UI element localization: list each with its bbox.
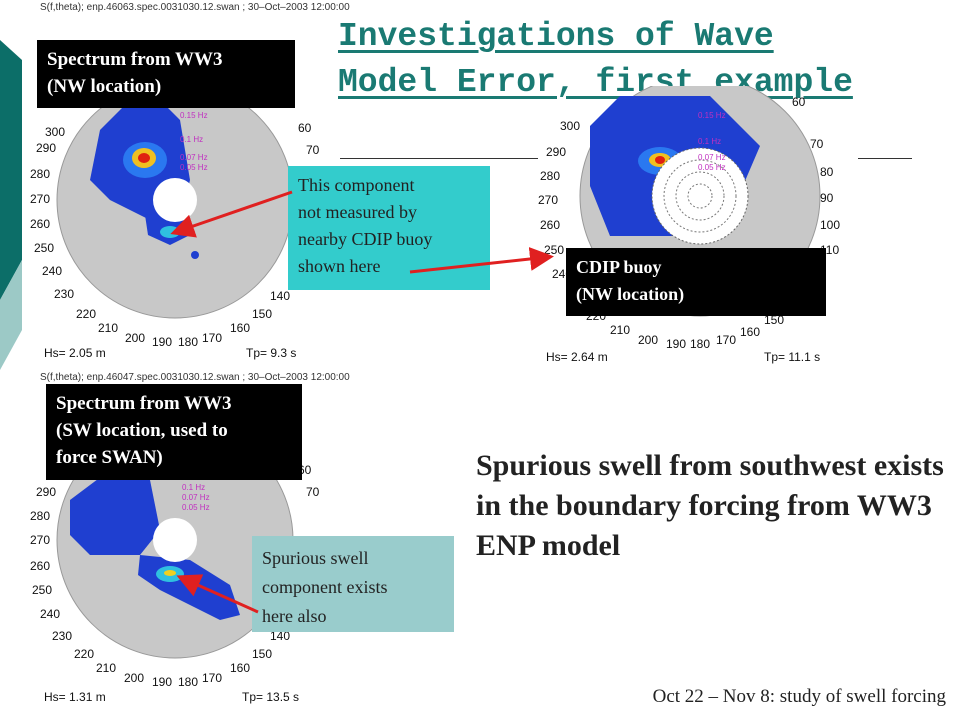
freq-label: 0.05 Hz <box>180 163 208 172</box>
spectrum-plot-ww3-nw: 0.15 Hz 0.1 Hz 0.07 Hz 0.05 Hz 300 290 2… <box>30 81 320 349</box>
svg-text:70: 70 <box>306 143 320 157</box>
svg-text:270: 270 <box>30 533 50 547</box>
title-line-2: Model Error, first example <box>338 64 853 101</box>
svg-text:60: 60 <box>298 121 312 135</box>
freq-label: 0.07 Hz <box>182 493 210 502</box>
svg-text:270: 270 <box>30 192 50 206</box>
svg-text:80: 80 <box>820 165 834 179</box>
svg-text:190: 190 <box>152 675 172 689</box>
label-ww3-nw: Spectrum from WW3 (NW location) <box>37 40 295 108</box>
plot1-caption: S(f,theta); enp.46063.spec.0031030.12.sw… <box>40 2 350 13</box>
svg-text:180: 180 <box>178 335 198 349</box>
svg-text:150: 150 <box>252 307 272 321</box>
main-statement: Spurious swell from southwest exists in … <box>476 449 944 562</box>
svg-text:200: 200 <box>125 331 145 345</box>
svg-text:290: 290 <box>36 485 56 499</box>
footer-text: Oct 22 – Nov 8: study of swell forcing <box>652 686 946 707</box>
svg-text:240: 240 <box>40 607 60 621</box>
svg-text:210: 210 <box>98 321 118 335</box>
svg-text:150: 150 <box>252 647 272 661</box>
label-ww3-sw: Spectrum from WW3 (SW location, used to … <box>46 384 302 480</box>
plot2-tp: Tp= 11.1 s <box>764 350 821 364</box>
svg-text:170: 170 <box>202 331 222 345</box>
svg-text:300: 300 <box>45 125 65 139</box>
plot2-hs: Hs= 2.64 m <box>546 350 608 364</box>
freq-label: 0.1 Hz <box>698 137 721 146</box>
freq-label: 0.1 Hz <box>180 135 203 144</box>
svg-text:290: 290 <box>546 145 566 159</box>
svg-text:280: 280 <box>30 167 50 181</box>
svg-text:210: 210 <box>96 661 116 675</box>
svg-text:300: 300 <box>560 119 580 133</box>
freq-label: 0.15 Hz <box>698 111 726 120</box>
direction-labels: 290 280 270 260 250 240 230 220 210 200 … <box>30 463 320 689</box>
svg-text:240: 240 <box>42 264 62 278</box>
svg-text:70: 70 <box>306 485 320 499</box>
plot1-hs: Hs= 2.05 m <box>44 346 106 360</box>
svg-text:250: 250 <box>34 241 54 255</box>
label-cdip-nw: CDIP buoy (NW location) <box>566 248 826 316</box>
svg-text:230: 230 <box>54 287 74 301</box>
svg-text:260: 260 <box>540 218 560 232</box>
arrow-to-ww3-component <box>170 190 293 238</box>
svg-text:180: 180 <box>690 337 710 351</box>
callout-not-measured: This component not measured by nearby CD… <box>288 166 490 290</box>
plot1-tp: Tp= 9.3 s <box>246 346 297 360</box>
svg-text:230: 230 <box>52 629 72 643</box>
freq-label: 0.15 Hz <box>180 111 208 120</box>
svg-text:100: 100 <box>820 218 840 232</box>
svg-text:190: 190 <box>152 335 172 349</box>
svg-text:60: 60 <box>792 95 806 109</box>
svg-text:280: 280 <box>30 509 50 523</box>
svg-text:140: 140 <box>270 289 290 303</box>
title-line-1: Investigations of Wave <box>338 18 774 55</box>
svg-text:280: 280 <box>540 169 560 183</box>
freq-label: 0.05 Hz <box>182 503 210 512</box>
svg-text:260: 260 <box>30 217 50 231</box>
freq-label: 0.07 Hz <box>180 153 208 162</box>
svg-text:180: 180 <box>178 675 198 689</box>
callout-spurious-swell: Spurious swell component exists here als… <box>252 536 454 632</box>
plot3-caption: S(f,theta); enp.46047.spec.0031030.12.sw… <box>40 372 350 383</box>
svg-text:90: 90 <box>820 191 834 205</box>
freq-label: 0.1 Hz <box>182 483 205 492</box>
svg-text:290: 290 <box>36 141 56 155</box>
svg-text:250: 250 <box>32 583 52 597</box>
svg-text:150: 150 <box>764 313 784 327</box>
direction-labels: 300 290 280 270 260 250 240 230 220 210 … <box>30 121 320 349</box>
svg-text:170: 170 <box>716 333 736 347</box>
svg-text:160: 160 <box>230 661 250 675</box>
svg-text:260: 260 <box>30 559 50 573</box>
plot3-tp: Tp= 13.5 s <box>242 690 300 704</box>
side-decoration <box>0 40 22 370</box>
plot3-hs: Hs= 1.31 m <box>44 690 106 704</box>
arrow-to-cdip-label <box>409 247 554 274</box>
divider-right <box>858 158 912 159</box>
svg-text:160: 160 <box>740 325 760 339</box>
svg-text:220: 220 <box>76 307 96 321</box>
svg-text:190: 190 <box>666 337 686 351</box>
svg-text:140: 140 <box>270 629 290 643</box>
freq-label: 0.05 Hz <box>698 163 726 172</box>
svg-text:270: 270 <box>538 193 558 207</box>
arrow-to-sw-component <box>176 574 259 614</box>
svg-text:160: 160 <box>230 321 250 335</box>
svg-text:200: 200 <box>124 671 144 685</box>
svg-text:70: 70 <box>810 137 824 151</box>
svg-text:200: 200 <box>638 333 658 347</box>
slide-title: Investigations of Wave Model Error, firs… <box>338 14 938 106</box>
divider-left <box>340 158 538 159</box>
svg-text:210: 210 <box>610 323 630 337</box>
svg-text:170: 170 <box>202 671 222 685</box>
svg-text:220: 220 <box>74 647 94 661</box>
freq-label: 0.07 Hz <box>698 153 726 162</box>
